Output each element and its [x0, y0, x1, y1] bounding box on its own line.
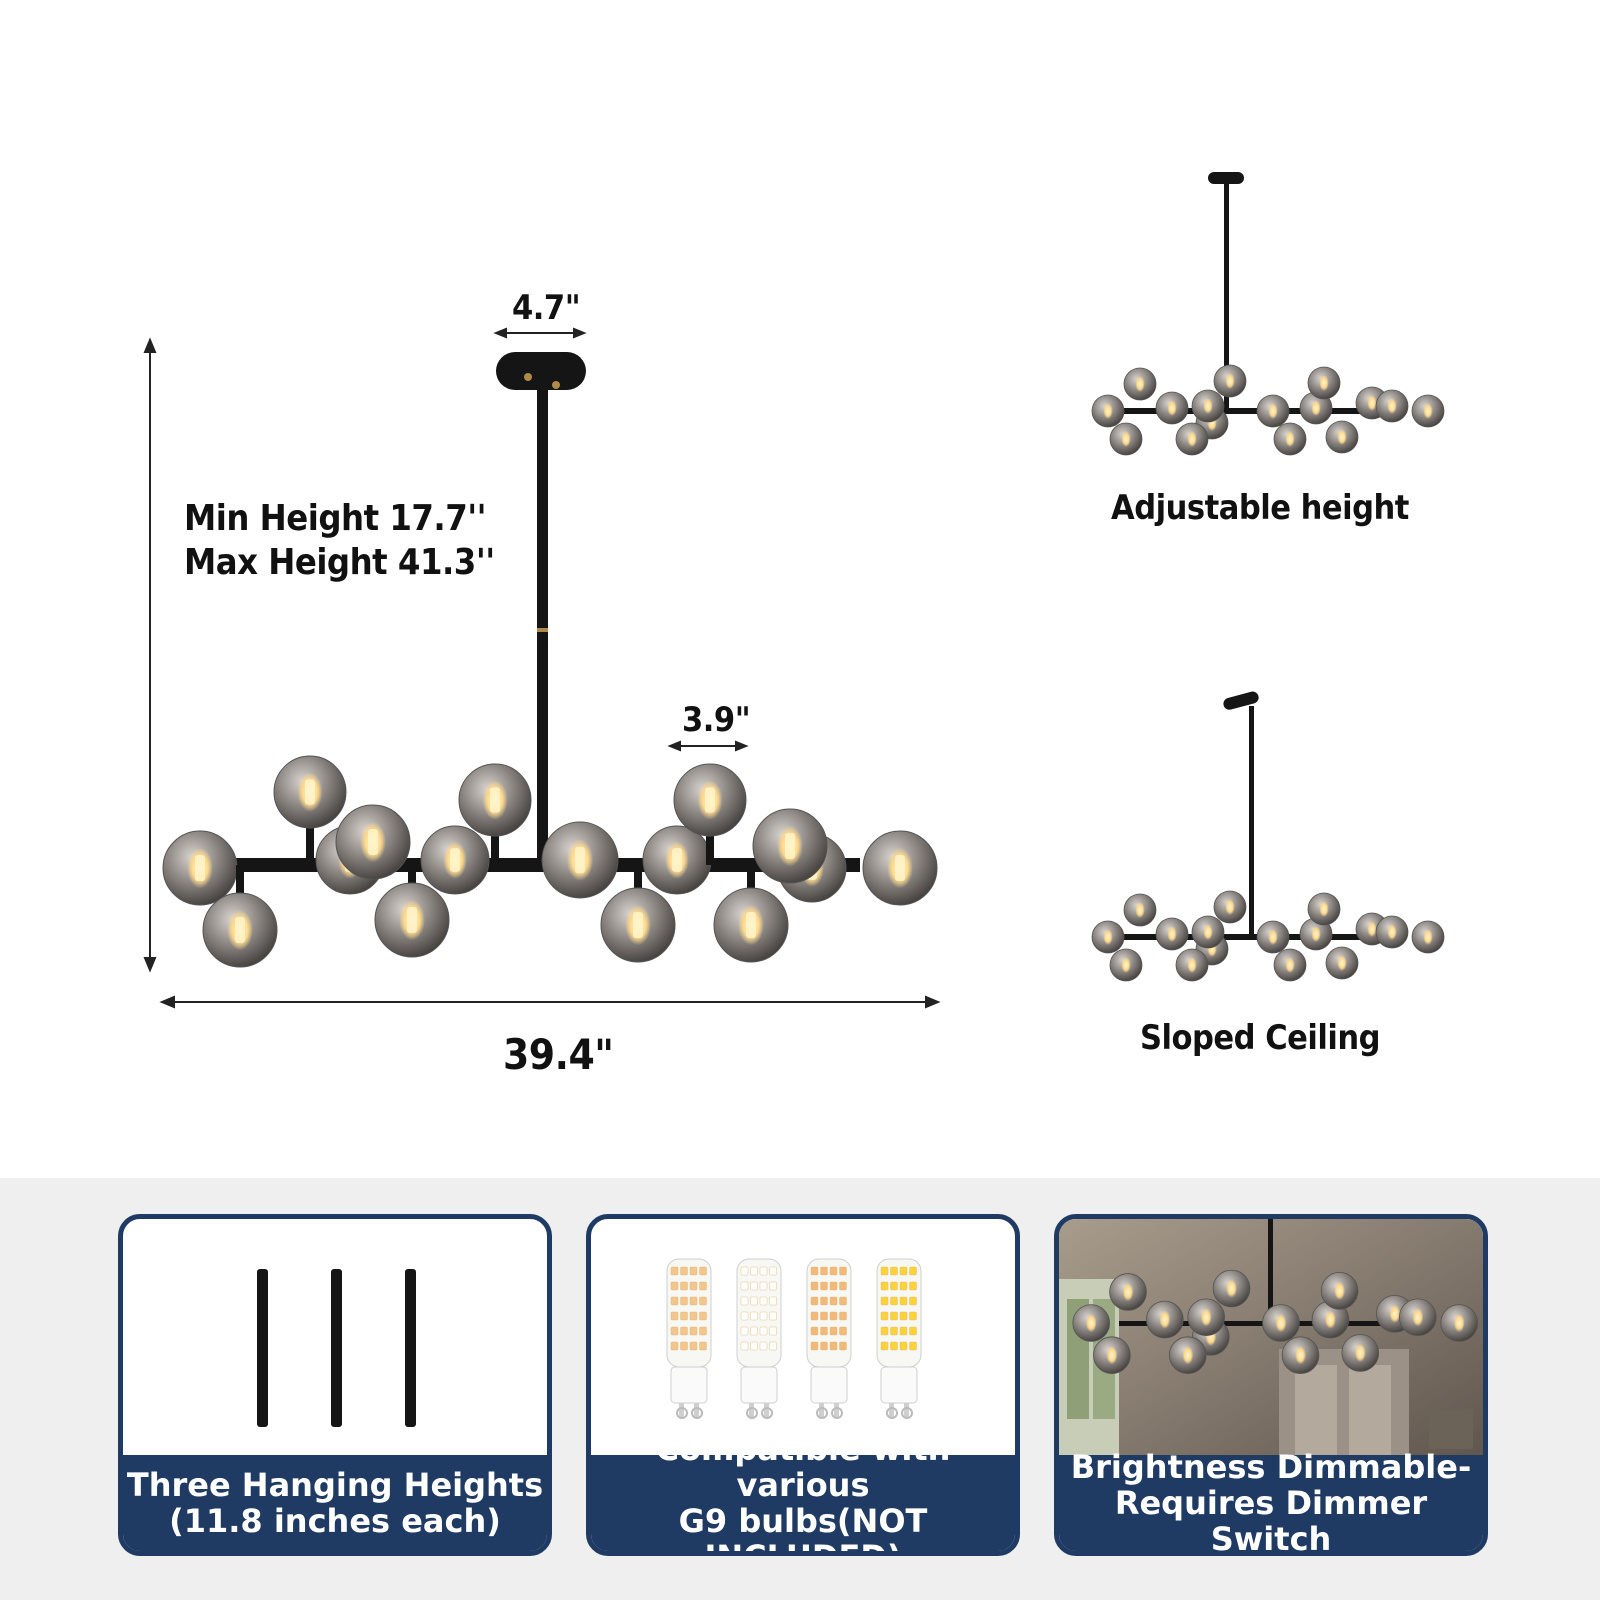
mini-glass-globe [1091, 394, 1125, 428]
mini-glass-globe [1307, 892, 1341, 926]
glass-globe [713, 865, 789, 963]
adjustable-height-caption: Adjustable height [1111, 488, 1409, 528]
feature-caption: Three Hanging Heights (11.8 inches each) [123, 1455, 547, 1551]
mini-glass-globe [1175, 422, 1209, 456]
mini-glass-globe [1109, 422, 1143, 456]
feature-card-dimmable: Brightness Dimmable- Requires Dimmer Swi… [1054, 1214, 1488, 1556]
mini-glass-globe [1212, 1269, 1251, 1308]
mini-glass-globe [1213, 364, 1247, 398]
mini-glass-globe [1440, 1304, 1479, 1342]
mini-glass-globe [1375, 389, 1409, 423]
main-fixture-diagram [143, 327, 941, 1009]
ceiling-canopy [496, 352, 586, 390]
glass-globe [335, 804, 411, 880]
g9-bulb [666, 1258, 712, 1419]
mini-glass-globe [1341, 1334, 1380, 1372]
mini-glass-globe [1109, 948, 1143, 982]
glass-globe [162, 830, 238, 906]
total-width-label: 39.4" [503, 1030, 614, 1079]
glass-globe [752, 808, 828, 884]
mini-glass-globe [1155, 391, 1189, 425]
canopy-width-label: 4.7" [512, 288, 581, 328]
glass-globe [458, 763, 532, 865]
mini-glass-globe [1146, 1300, 1184, 1339]
mini-glass-globe [1281, 1336, 1320, 1374]
mini-glass-globe [1325, 946, 1359, 980]
mini-glass-globe [1169, 1336, 1207, 1374]
adjustable-height-view [1091, 172, 1445, 456]
mini-glass-globe [1320, 1272, 1359, 1310]
mini-glass-globe [1411, 394, 1445, 428]
glass-globe [202, 865, 278, 968]
glass-globe [600, 865, 676, 963]
g9-bulb [806, 1258, 852, 1419]
glass-globe [541, 821, 619, 899]
sloped-ceiling-caption: Sloped Ceiling [1139, 1018, 1381, 1058]
mini-glass-globe [1325, 420, 1359, 454]
mini-glass-globe [1091, 920, 1125, 954]
mini-glass-globe [1398, 1298, 1437, 1337]
feature-caption: Compatible with various G9 bulbs(NOT INC… [591, 1431, 1015, 1551]
mini-glass-globe [1155, 917, 1189, 951]
mini-glass-globe [1123, 893, 1157, 927]
sloped-ceiling-view [1091, 691, 1445, 982]
g9-bulbs-illustration [666, 1258, 922, 1419]
glass-globe [420, 825, 490, 895]
mini-glass-globe [1307, 366, 1341, 400]
mini-glass-globe [1191, 389, 1225, 423]
room-scene-photo [1059, 1219, 1483, 1465]
mini-glass-globe [1191, 915, 1225, 949]
mini-glass-globe [1411, 920, 1445, 954]
g9-bulb [876, 1258, 922, 1419]
mini-glass-globe [1213, 890, 1247, 924]
globe-diameter-label: 3.9" [682, 700, 751, 740]
mini-glass-globe [1256, 394, 1290, 428]
mini-glass-globe [1072, 1304, 1111, 1342]
mini-glass-globe [1187, 1298, 1226, 1337]
glass-globe [273, 755, 347, 865]
mini-glass-globe [1123, 367, 1157, 401]
mini-glass-globe [1175, 948, 1209, 982]
glass-globe [673, 763, 747, 865]
glass-globe [642, 825, 712, 895]
mini-glass-globe [1299, 391, 1333, 425]
mini-glass-globe [1273, 948, 1307, 982]
mini-glass-globe [1273, 422, 1307, 456]
height-arrow [143, 337, 157, 973]
feature-caption: Brightness Dimmable- Requires Dimmer Swi… [1059, 1449, 1483, 1551]
canopy-arrow [493, 327, 587, 339]
mini-glass-globe [1262, 1304, 1300, 1342]
g9-bulb [736, 1258, 782, 1419]
downrod-sections-illustration [257, 1269, 416, 1427]
glass-globe [374, 865, 450, 958]
mini-glass-globe [1109, 1273, 1147, 1311]
mini-glass-globe [1093, 1336, 1131, 1374]
feature-card-g9-bulbs: Compatible with various G9 bulbs(NOT INC… [586, 1214, 1020, 1556]
max-height-label: Max Height 41.3'' [184, 542, 495, 583]
width-arrow [159, 995, 941, 1009]
globe-arrow [667, 740, 749, 752]
mini-glass-globe [1256, 920, 1290, 954]
min-height-label: Min Height 17.7'' [184, 498, 487, 539]
glass-globe [862, 830, 938, 906]
feature-card-hanging-heights: Three Hanging Heights (11.8 inches each) [118, 1214, 552, 1556]
mini-glass-globe [1299, 917, 1333, 951]
mini-glass-globe [1375, 915, 1409, 949]
